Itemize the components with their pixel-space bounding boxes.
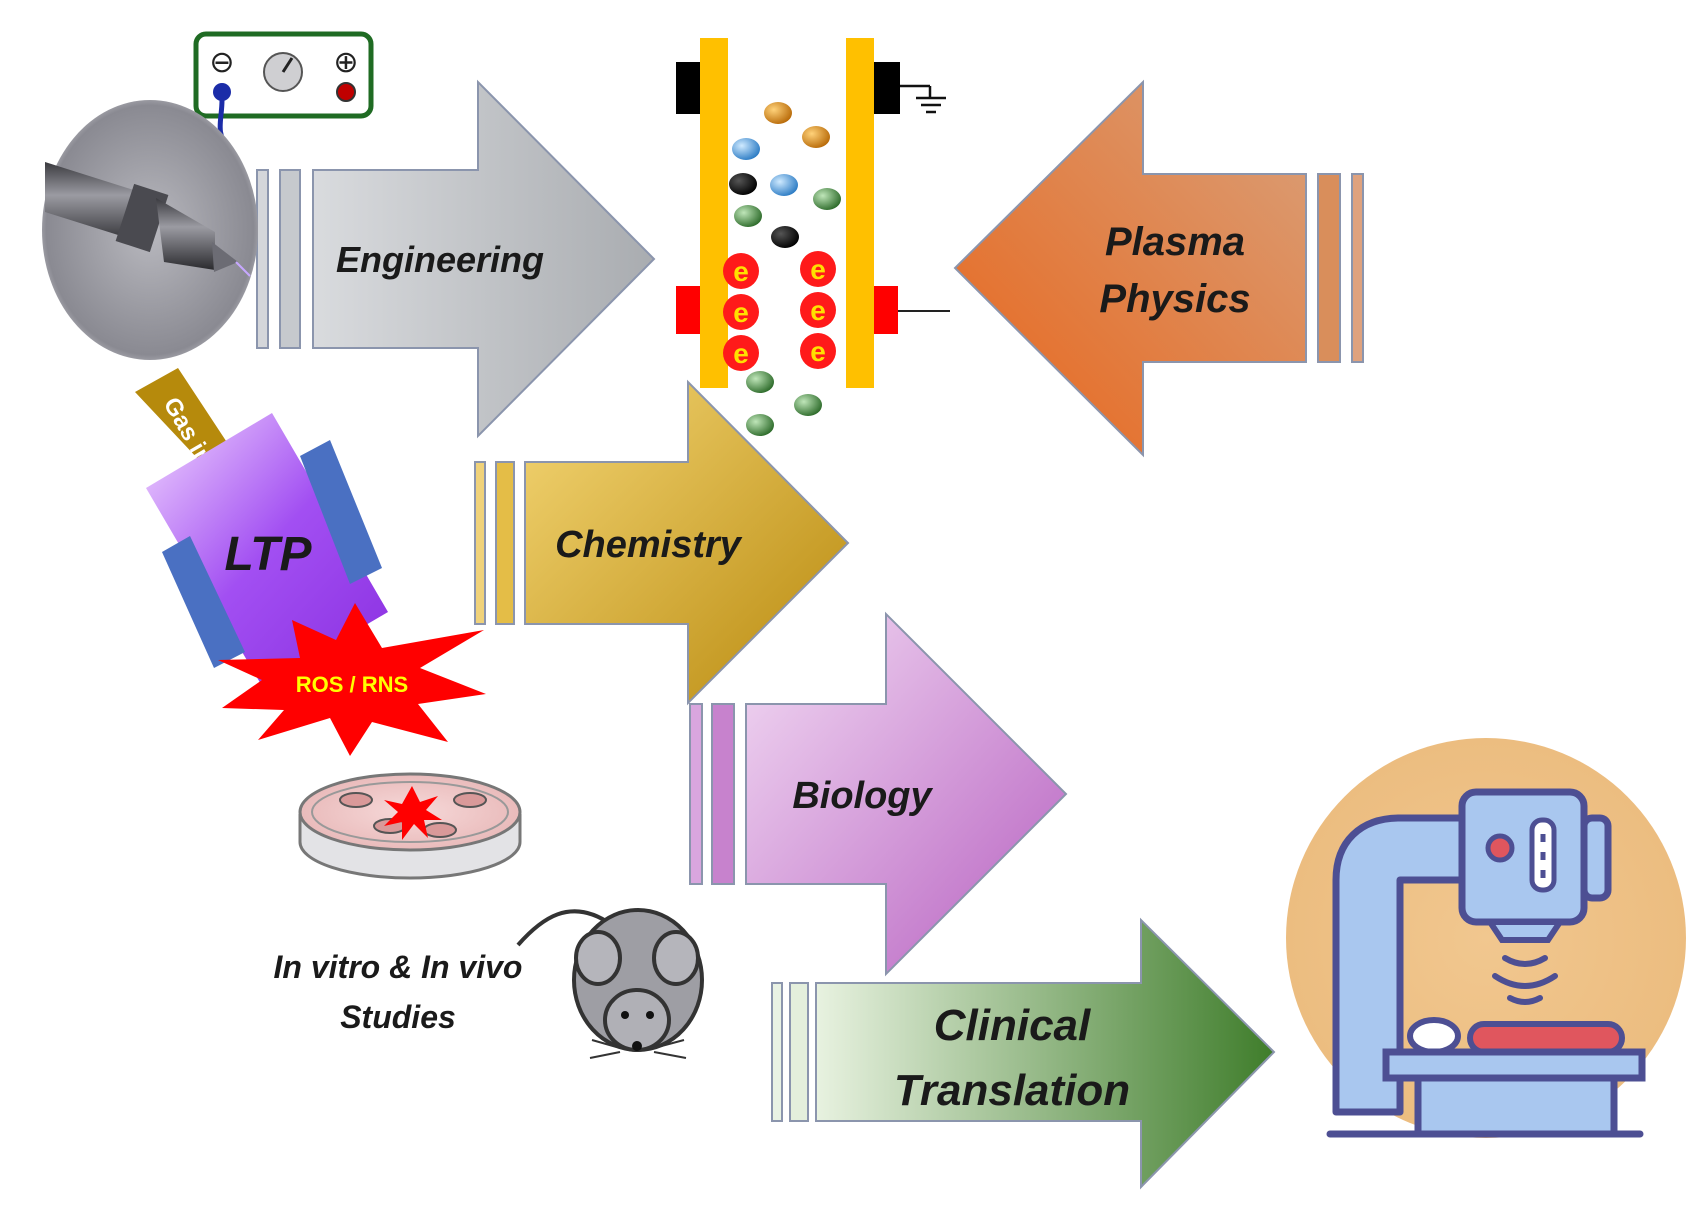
plasma-physics-label: Plasma xyxy=(1105,220,1245,264)
plasma-physics-label-line2: Physics xyxy=(1099,277,1250,321)
svg-text:e: e xyxy=(810,336,826,367)
plasma-pen-icon xyxy=(42,100,258,360)
svg-text:e: e xyxy=(733,338,749,369)
plasma-particles xyxy=(729,102,841,436)
chemistry-arrow: Chemistry xyxy=(474,379,850,706)
studies-label-line2: Studies xyxy=(340,999,456,1035)
mouse-icon xyxy=(516,908,704,1059)
right-electrode xyxy=(846,38,874,388)
biology-label: Biology xyxy=(792,775,933,817)
plasma-physics-arrow: Plasma Physics xyxy=(953,79,1364,458)
svg-text:e: e xyxy=(810,295,826,326)
studies-label-line1: In vitro & In vivo xyxy=(274,949,523,985)
left-electrode xyxy=(700,38,728,388)
svg-text:e: e xyxy=(733,256,749,287)
minus-terminal: ⊖ xyxy=(209,45,234,80)
biology-arrow: Biology xyxy=(689,611,1068,977)
ltp-jet: LTP xyxy=(146,413,388,686)
ground-icon xyxy=(900,84,946,114)
ros-rns-burst: ROS / RNS xyxy=(218,603,486,756)
ros-rns-label: ROS / RNS xyxy=(296,672,408,697)
plasma-discharge-cell: e e e e e e xyxy=(676,38,950,436)
engineering-arrow: Engineering xyxy=(256,79,656,439)
radiotherapy-machine-icon xyxy=(1286,738,1686,1138)
svg-text:e: e xyxy=(810,254,826,285)
ltp-label: LTP xyxy=(224,528,312,581)
plus-terminal: ⊕ xyxy=(333,45,358,80)
svg-text:e: e xyxy=(733,297,749,328)
chemistry-label: Chemistry xyxy=(555,524,743,566)
petri-dish-icon xyxy=(298,772,522,880)
engineering-label: Engineering xyxy=(336,239,544,280)
clinical-translation-arrow: Clinical Translation xyxy=(771,917,1276,1190)
clinical-label-line1: Clinical xyxy=(934,1001,1091,1050)
electrons: e e e e e e xyxy=(723,251,836,371)
clinical-label-line2: Translation xyxy=(894,1066,1130,1115)
power-supply-icon: ⊖ ⊕ xyxy=(193,31,374,150)
